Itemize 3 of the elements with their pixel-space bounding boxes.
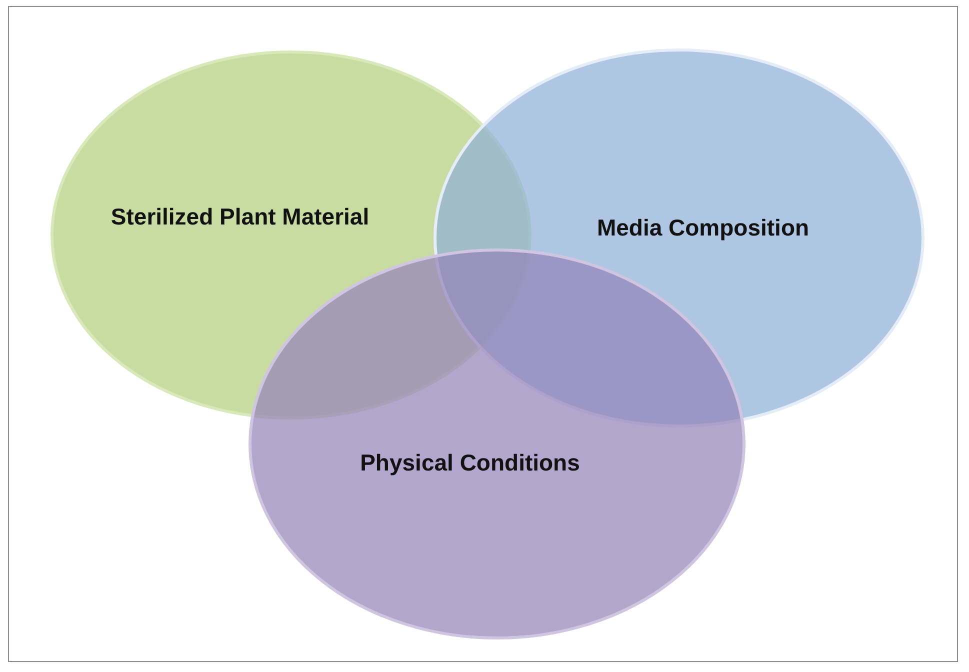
ellipse-label: Media Composition — [596, 214, 810, 242]
ellipse-label: Physical Conditions — [360, 450, 580, 476]
ellipse-label: Sterilized Plant Material — [110, 204, 370, 230]
